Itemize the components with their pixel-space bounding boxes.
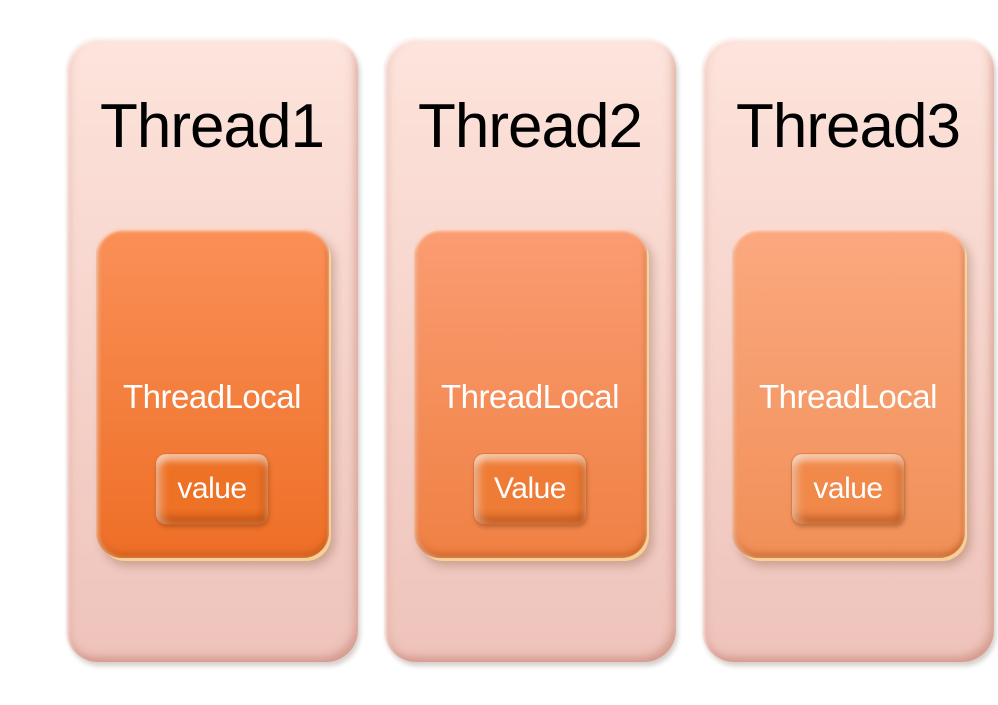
- thread3-value-label: value: [813, 472, 883, 505]
- thread1-card: Thread1 ThreadLocal value: [66, 37, 358, 662]
- thread1-threadlocal-label: ThreadLocal: [123, 378, 301, 415]
- thread3-card: Thread3 ThreadLocal value: [702, 37, 994, 662]
- thread3-threadlocal-label: ThreadLocal: [759, 378, 937, 415]
- thread2-value-label: Value: [493, 472, 567, 505]
- thread1-title: Thread1: [100, 92, 325, 161]
- thread1-threadlocal-box: ThreadLocal value: [95, 228, 329, 558]
- thread2-threadlocal-label: ThreadLocal: [441, 378, 619, 415]
- thread2-value-box: Value: [474, 454, 586, 524]
- thread3-threadlocal-box: ThreadLocal value: [731, 228, 965, 558]
- thread2-threadlocal-box: ThreadLocal Value: [413, 228, 647, 558]
- thread1-value-label: value: [177, 472, 247, 505]
- thread3-title: Thread3: [736, 92, 961, 161]
- thread2-title: Thread2: [418, 92, 643, 161]
- thread1-value-box: value: [156, 454, 268, 524]
- thread2-card: Thread2 ThreadLocal Value: [384, 37, 676, 662]
- thread3-value-box: value: [792, 454, 904, 524]
